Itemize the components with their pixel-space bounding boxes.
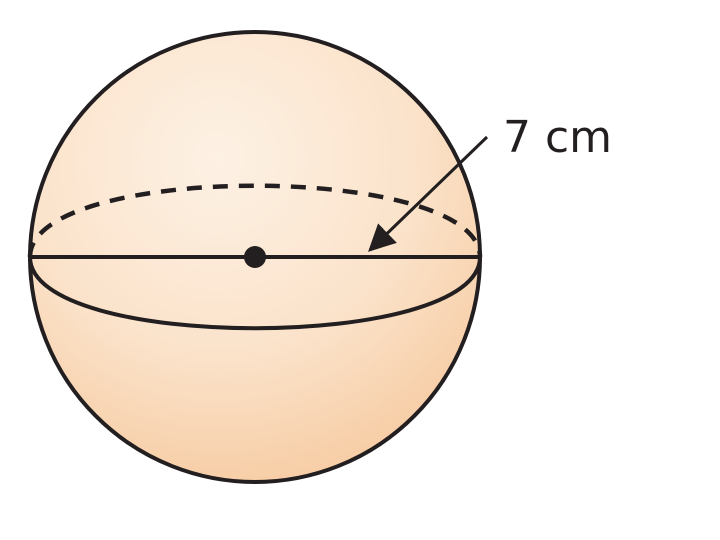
radius-label: 7 cm [503, 112, 612, 163]
center-point [244, 246, 266, 268]
label-arrow [368, 135, 489, 252]
equator-back-dashed [27, 183, 483, 258]
equator-front [28, 256, 482, 331]
